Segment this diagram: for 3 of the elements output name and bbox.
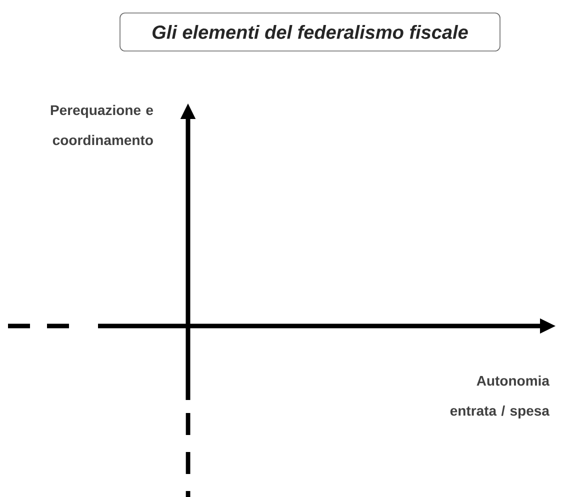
axis-label: Autonomia entrata / spesa xyxy=(450,375,550,419)
title-box: Gli elementi del federalismo fiscale xyxy=(120,12,500,52)
axis-label: Perequazione e coordinamento xyxy=(50,104,153,146)
